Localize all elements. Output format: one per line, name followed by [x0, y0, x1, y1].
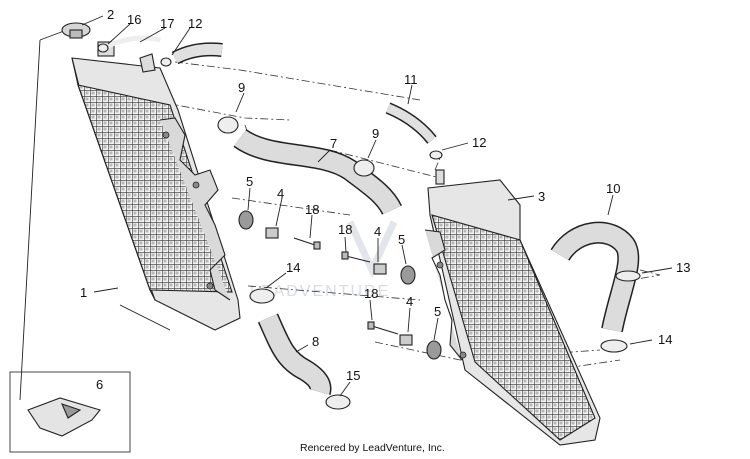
- callout-labels: 2 16 17 12 11 9 12 9 7 5 4 18 3 10 13 14…: [80, 7, 690, 392]
- hoses: [106, 35, 640, 396]
- callout-4-mid: 4: [374, 224, 381, 239]
- connection-lines: [149, 61, 661, 376]
- callout-11: 11: [404, 72, 418, 87]
- callout-12-top: 12: [188, 16, 202, 31]
- leader-lines: [81, 15, 673, 397]
- callout-18-top: 18: [305, 202, 319, 217]
- callout-17: 17: [160, 16, 174, 31]
- credit-line: Rencered by LeadVenture, Inc.: [300, 442, 445, 454]
- callout-9-left: 9: [238, 80, 245, 95]
- inset-box: [9, 371, 131, 453]
- callout-12-right: 12: [472, 135, 486, 150]
- callout-4-low: 4: [406, 294, 413, 309]
- callout-5-top: 5: [246, 174, 253, 189]
- callout-8: 8: [312, 334, 319, 349]
- callout-15: 15: [346, 368, 360, 383]
- callout-3: 3: [538, 189, 545, 204]
- mounting-hardware: [238, 210, 442, 360]
- callout-13: 13: [676, 260, 690, 275]
- callout-16: 16: [127, 12, 141, 27]
- right-radiator: [424, 169, 601, 446]
- radiator-cap: [61, 22, 91, 39]
- callout-10: 10: [606, 181, 620, 196]
- callout-5-mid: 5: [398, 232, 405, 247]
- callout-2: 2: [107, 7, 114, 22]
- callout-9-right: 9: [372, 126, 379, 141]
- callout-14-right: 14: [658, 332, 672, 347]
- callout-18-low: 18: [364, 286, 378, 301]
- callout-4-top: 4: [277, 186, 284, 201]
- hose-clamps: [97, 43, 641, 410]
- callout-1: 1: [80, 285, 87, 300]
- callout-6: 6: [96, 377, 103, 392]
- callout-14-left: 14: [286, 260, 300, 275]
- left-radiator: [71, 41, 241, 331]
- callout-18-mid: 18: [338, 222, 352, 237]
- callout-5-low: 5: [434, 304, 441, 319]
- callout-7: 7: [330, 136, 337, 151]
